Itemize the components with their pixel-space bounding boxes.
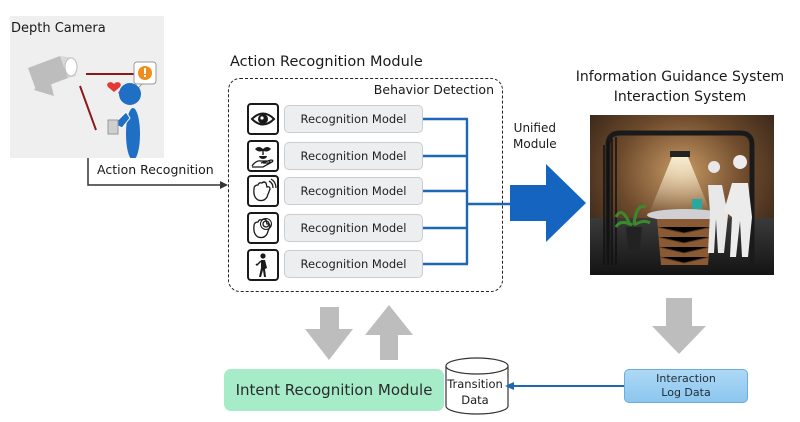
walking-person-icon — [247, 249, 279, 281]
unified-module-line2: Module — [513, 137, 557, 151]
depth-camera-title: Depth Camera — [11, 21, 106, 36]
kiosk-booth-photo — [590, 115, 774, 275]
recognition-model-box: Recognition Model — [284, 214, 423, 242]
recognition-model-box: Recognition Model — [284, 142, 423, 170]
unified-module-arrow — [510, 164, 586, 242]
transition-data-cylinder — [445, 357, 509, 415]
action-recognition-label: Action Recognition — [97, 162, 214, 177]
transition-data-line2: Data — [461, 393, 489, 407]
behavior-detection-label: Behavior Detection — [373, 82, 494, 97]
information-system-title: Information Guidance System Interaction … — [560, 67, 800, 107]
action-recognition-connector — [87, 158, 228, 189]
unified-module-line1: Unified — [513, 121, 556, 135]
recognition-model-box: Recognition Model — [284, 250, 423, 278]
log-to-transition-arrow — [505, 382, 625, 390]
down-arrow-icon — [305, 307, 353, 360]
up-arrow-icon — [365, 305, 413, 360]
model-bus-connector — [423, 117, 512, 266]
recognition-model-box: Recognition Model — [284, 105, 423, 133]
touch-hand-icon — [247, 212, 279, 244]
camera-icon — [28, 56, 78, 96]
action-recognition-module-box — [228, 78, 503, 292]
bidirectional-gray-arrows — [305, 305, 413, 360]
transition-data-label: Transition Data — [443, 376, 507, 408]
person-icon — [107, 83, 141, 158]
intent-recognition-module: Intent Recognition Module — [224, 369, 444, 411]
information-system-title-line2: Interaction System — [613, 89, 747, 105]
hand-plant-icon — [247, 140, 279, 172]
interaction-log-line2: Log Data — [661, 386, 711, 399]
depth-camera-illustration — [28, 56, 157, 158]
log-down-arrow-icon — [652, 298, 706, 354]
interaction-log-line1: Interaction — [656, 372, 716, 385]
eye-icon — [247, 103, 279, 135]
interaction-log-data-box: Interaction Log Data — [624, 369, 748, 403]
action-recognition-module-title: Action Recognition Module — [230, 54, 423, 70]
unified-module-label: Unified Module — [513, 120, 557, 152]
information-system-title-line1: Information Guidance System — [575, 69, 785, 85]
waving-hand-icon — [247, 175, 279, 207]
transition-data-line1: Transition — [447, 377, 503, 391]
camera-view-line-bottom — [79, 85, 97, 131]
recognition-model-box: Recognition Model — [284, 177, 423, 205]
